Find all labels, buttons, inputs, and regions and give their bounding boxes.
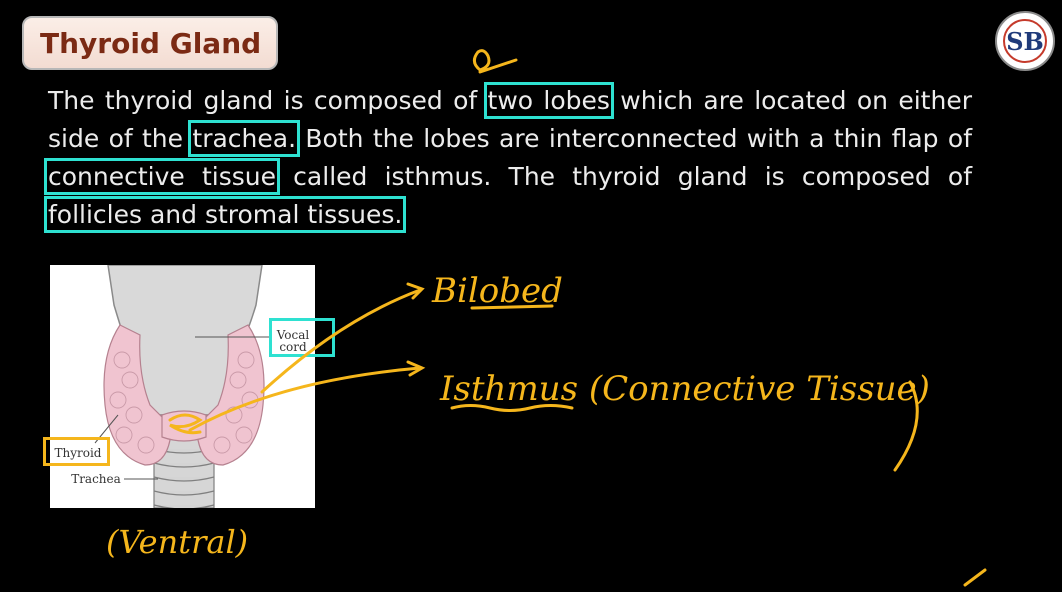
ink-stroke-corner — [963, 568, 987, 587]
trachea-label: Trachea — [71, 472, 121, 486]
ink-mark — [473, 49, 518, 74]
logo-initials: SB — [1006, 27, 1044, 56]
description-paragraph: The thyroid gland is composed of two lob… — [43, 82, 972, 234]
text-segment: The thyroid gland is composed of — [48, 86, 488, 115]
vocal-cord-highlight — [269, 318, 335, 357]
annotation-isthmus: Isthmus (Connective Tissue) — [439, 369, 930, 409]
thyroid-label: Thyroid — [55, 446, 102, 460]
isthmus-underline — [450, 404, 574, 412]
annotation-bilobed: Bilobed — [431, 271, 563, 311]
closing-bracket — [893, 380, 919, 472]
title-box: Thyroid Gland — [22, 16, 278, 70]
thyroid-highlight — [43, 437, 110, 466]
thyroid-diagram: Vocal cord Thyroid Trachea — [50, 265, 315, 508]
logo: SB — [995, 11, 1055, 71]
highlight-trachea: trachea. — [188, 120, 301, 157]
highlight-follicles: follicles and stromal tissues. — [43, 196, 407, 233]
text-segment: which are located on either side of the — [48, 86, 972, 153]
text-segment: Both the lobes are interconnected with a… — [296, 124, 972, 153]
annotation-ventral: (Ventral) — [106, 523, 248, 561]
highlight-connective-tissue: connective tissue — [44, 158, 280, 195]
highlight-two-lobes: two lobes — [483, 82, 614, 119]
bilobed-underline — [470, 304, 554, 310]
arrow-head-bilobed — [406, 282, 425, 300]
arrow-head-isthmus — [406, 360, 426, 377]
page-title: Thyroid Gland — [40, 26, 262, 60]
text-segment: called isthmus. The thyroid gland is com… — [276, 162, 972, 191]
